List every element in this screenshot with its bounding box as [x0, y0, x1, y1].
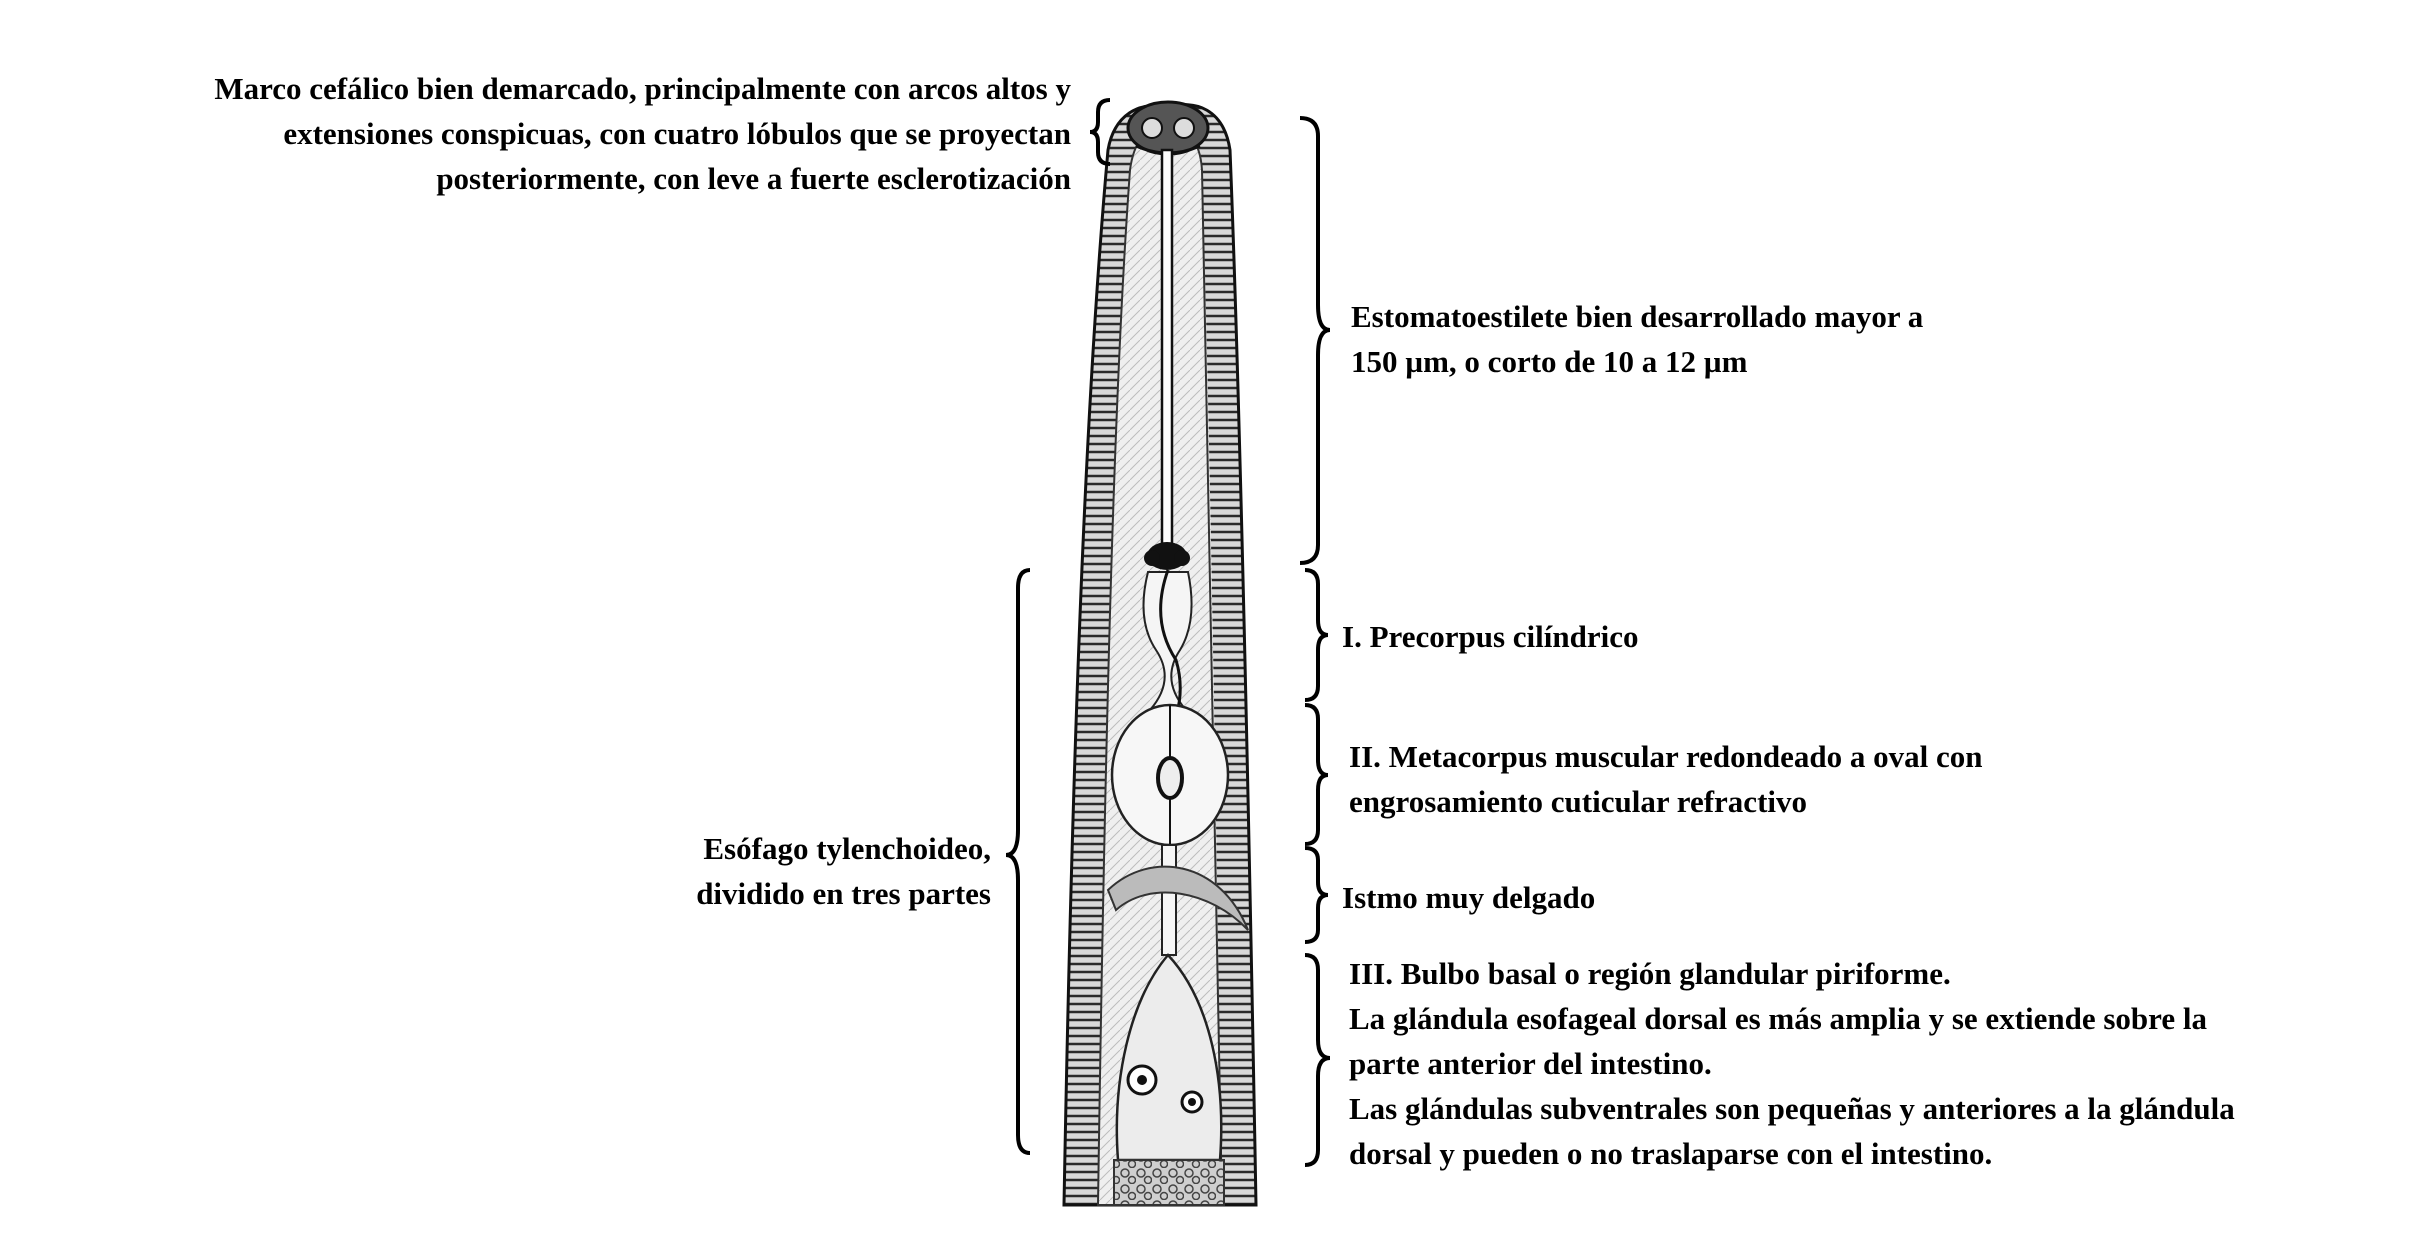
metacorpus-label: II. Metacorpus muscular redondeado a ova…: [1349, 739, 1983, 819]
nerve-ring: [1106, 865, 1249, 931]
stomatostylet: [1144, 148, 1190, 570]
brace-isthmus: [1304, 846, 1329, 944]
isthmus: [1106, 844, 1249, 956]
isthmus-label: Istmo muy delgado: [1342, 880, 1596, 915]
brace-cephalic: [1089, 98, 1111, 166]
precorpus-label: I. Precorpus cilíndrico: [1342, 619, 1639, 654]
cephalic-framework: [1126, 100, 1210, 156]
brace-stylet: [1299, 116, 1331, 565]
brace-metacorpus: [1304, 703, 1329, 846]
basal-bulb: [1115, 953, 1223, 1162]
intestine: [1113, 1159, 1225, 1206]
brace-precorpus: [1304, 568, 1329, 702]
stylet-label: Estomatoestilete bien desarrollado mayor…: [1351, 299, 1924, 379]
cephalic-framework-label: Marco cefálico bien demarcado, principal…: [214, 71, 1071, 196]
brace-esophagus: [1005, 568, 1031, 1155]
metacorpus: [1110, 703, 1230, 847]
brace-basal-bulb: [1304, 953, 1331, 1167]
esophagus-label: Esófago tylenchoideo, dividido en tres p…: [696, 831, 991, 911]
basal-bulb-label: III. Bulbo basal o región glandular piri…: [1349, 956, 2235, 1171]
